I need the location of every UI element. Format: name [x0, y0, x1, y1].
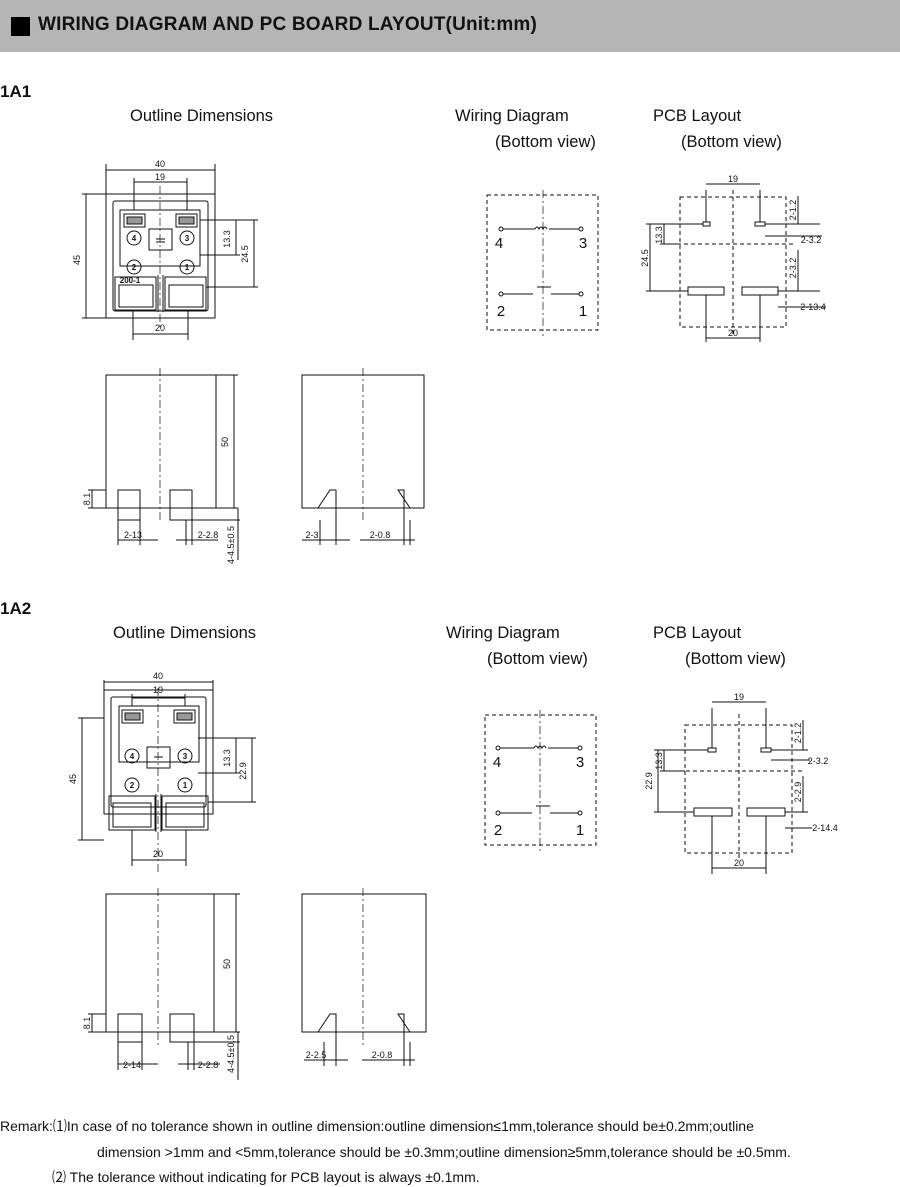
dim-8-1: 8.1 [82, 493, 92, 506]
pcb-hole-b: 2-3.2 [808, 756, 829, 766]
page-header: WIRING DIAGRAM AND PC BOARD LAYOUT(Unit:… [0, 0, 900, 52]
svg-text:1: 1 [183, 781, 188, 790]
outline-label: Outline Dimensions [113, 624, 257, 642]
side-view-right [301, 893, 427, 1066]
wiring-label: Wiring Diagram [446, 624, 560, 642]
svg-text:1: 1 [185, 263, 190, 272]
header-square-icon [11, 17, 30, 36]
side-view-front [88, 374, 240, 560]
pcb-hole-c: 2-2.9 [793, 782, 803, 803]
dim-width: 40 [155, 159, 165, 169]
dim-pin-thick: 2-2.8 [198, 1060, 219, 1070]
drawing-1a1: 40 19 45 13.3 24.5 20 200-1 4 3 2 1 50 8… [72, 159, 826, 564]
pcb-label: PCB Layout [653, 107, 742, 125]
pcb-bottom-pitch: 20 [728, 328, 738, 338]
section-title-1a2: 1A2 [0, 599, 32, 618]
pcb-hole-d: 2-14.4 [812, 823, 838, 833]
pcb-layout-holes [646, 183, 826, 342]
pcb-top-pitch: 19 [728, 174, 738, 184]
dim-side-pin: 2-2.5 [306, 1050, 327, 1060]
dim-side-height: 50 [220, 437, 230, 447]
svg-text:3: 3 [183, 752, 188, 761]
outline-label: Outline Dimensions [130, 107, 274, 125]
dim-width: 40 [153, 671, 163, 681]
dim-pin-pitch: 19 [153, 685, 163, 695]
pcb-hole-a: 2-1.2 [793, 723, 803, 744]
pcb-bottom-pitch: 20 [734, 858, 744, 868]
dim-height: 45 [72, 255, 82, 265]
dim-8-1: 8.1 [82, 1017, 92, 1030]
pcb-layout-outline [670, 190, 796, 335]
pcb-dim-13-3: 13.3 [654, 752, 664, 770]
dim-side-height: 50 [222, 959, 232, 969]
pcb-dim-22-9: 22.9 [644, 772, 654, 790]
dim-pin-length: 4-4.5±0.5 [226, 526, 236, 564]
wiring-pin-3: 3 [576, 754, 584, 771]
wiring-diagram [486, 194, 599, 331]
dim-side-thick: 2-0.8 [370, 530, 391, 540]
dim-pin-pitch: 19 [155, 172, 165, 182]
svg-text:3: 3 [185, 234, 190, 243]
dim-height: 45 [68, 774, 78, 784]
dim-pin-length: 4-4.5±0.5 [226, 1035, 236, 1073]
svg-text:2: 2 [132, 263, 137, 272]
remark-line-1: Remark:⑴In case of no tolerance shown in… [0, 1118, 754, 1134]
svg-text:4: 4 [130, 752, 135, 761]
svg-text:4: 4 [132, 234, 137, 243]
dim-13-3: 13.3 [222, 230, 232, 248]
model-text: 200-1 [120, 276, 141, 285]
wiring-diagram [484, 714, 597, 846]
dim-13-3: 13.3 [222, 749, 232, 767]
outline-top-view [82, 164, 258, 340]
dim-pin-width: 2-13 [124, 530, 142, 540]
remark-line-2: dimension >1mm and <5mm,tolerance should… [97, 1144, 791, 1160]
wiring-label: Wiring Diagram [455, 107, 569, 125]
pcb-layout-outline [672, 714, 802, 860]
wiring-view-label: (Bottom view) [495, 133, 596, 151]
pcb-hole-d: 2-13.4 [800, 302, 826, 312]
remark-line-3: ⑵ The tolerance without indicating for P… [52, 1169, 480, 1185]
pcb-hole-b: 2-3.2 [801, 235, 822, 245]
dim-side-thick: 2-0.8 [372, 1050, 393, 1060]
dim-bottom-pitch: 20 [153, 849, 163, 859]
dim-pin-thick: 2-2.8 [198, 530, 219, 540]
pcb-top-pitch: 19 [734, 692, 744, 702]
wiring-pin-4: 4 [495, 235, 503, 252]
outline-top-view [78, 680, 256, 866]
pcb-label: PCB Layout [653, 624, 742, 642]
wiring-pin-1: 1 [576, 822, 584, 839]
svg-text:2: 2 [130, 781, 135, 790]
dim-pin-width: 2-14 [123, 1060, 141, 1070]
pcb-view-label: (Bottom view) [685, 650, 786, 668]
wiring-pin-2: 2 [497, 303, 505, 320]
pcb-hole-a: 2-1.2 [788, 200, 798, 221]
dim-24-5: 24.5 [240, 245, 250, 263]
dim-bottom-pitch: 20 [155, 323, 165, 333]
pcb-dim-24-5: 24.5 [640, 249, 650, 267]
wiring-pin-4: 4 [493, 754, 501, 771]
wiring-pin-3: 3 [579, 235, 587, 252]
wiring-lines [495, 745, 583, 816]
page-title: WIRING DIAGRAM AND PC BOARD LAYOUT(Unit:… [38, 14, 538, 35]
section-title-1a1: 1A1 [0, 82, 32, 101]
pcb-dim-13-3: 13.3 [654, 226, 664, 244]
dim-side-pin: 2-3 [305, 530, 318, 540]
side-view-front [88, 893, 240, 1080]
dim-22-9: 22.9 [238, 762, 248, 780]
wiring-pin-1: 1 [579, 303, 587, 320]
wiring-pin-2: 2 [494, 822, 502, 839]
pcb-view-label: (Bottom view) [681, 133, 782, 151]
wiring-lines [498, 226, 584, 297]
pcb-hole-c: 2-3.2 [788, 258, 798, 279]
wiring-view-label: (Bottom view) [487, 650, 588, 668]
pcb-layout-holes [654, 701, 812, 874]
drawing-1a2: 40 19 45 13.3 22.9 20 4 3 2 1 50 8.1 2-1… [68, 671, 838, 1080]
